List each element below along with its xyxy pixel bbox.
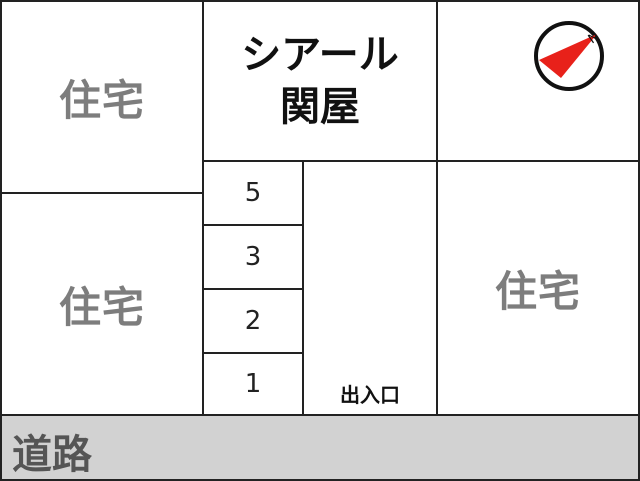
parking-space: 5 bbox=[202, 160, 304, 226]
entrance-driveway: 出入口 bbox=[302, 160, 438, 416]
compass-cell bbox=[436, 0, 640, 162]
house-right: 住宅 bbox=[436, 160, 640, 416]
parking-space-number: 2 bbox=[244, 306, 262, 336]
parking-space: 3 bbox=[202, 224, 304, 290]
compass-needle bbox=[539, 34, 597, 78]
house-top-left: 住宅 bbox=[0, 0, 204, 194]
house-label: 住宅 bbox=[58, 282, 145, 332]
entrance-label: 出入口 bbox=[340, 383, 400, 407]
parking-space-number: 1 bbox=[244, 369, 262, 399]
parking-space: 2 bbox=[202, 288, 304, 354]
parking-space: 1 bbox=[202, 352, 304, 416]
north-arrow-icon: N bbox=[534, 21, 604, 91]
house-label: 住宅 bbox=[494, 266, 581, 316]
road-label: 道路 bbox=[12, 432, 92, 478]
road: 道路 bbox=[0, 414, 640, 481]
house-label: 住宅 bbox=[58, 75, 145, 125]
building-name-block: シアール 関屋 bbox=[202, 0, 438, 162]
building-name-line1: シアール bbox=[241, 32, 399, 78]
parking-space-number: 3 bbox=[244, 242, 262, 272]
parking-space-number: 5 bbox=[244, 178, 262, 208]
building-name-line2: 関屋 bbox=[280, 84, 360, 130]
house-bottom-left: 住宅 bbox=[0, 192, 204, 416]
